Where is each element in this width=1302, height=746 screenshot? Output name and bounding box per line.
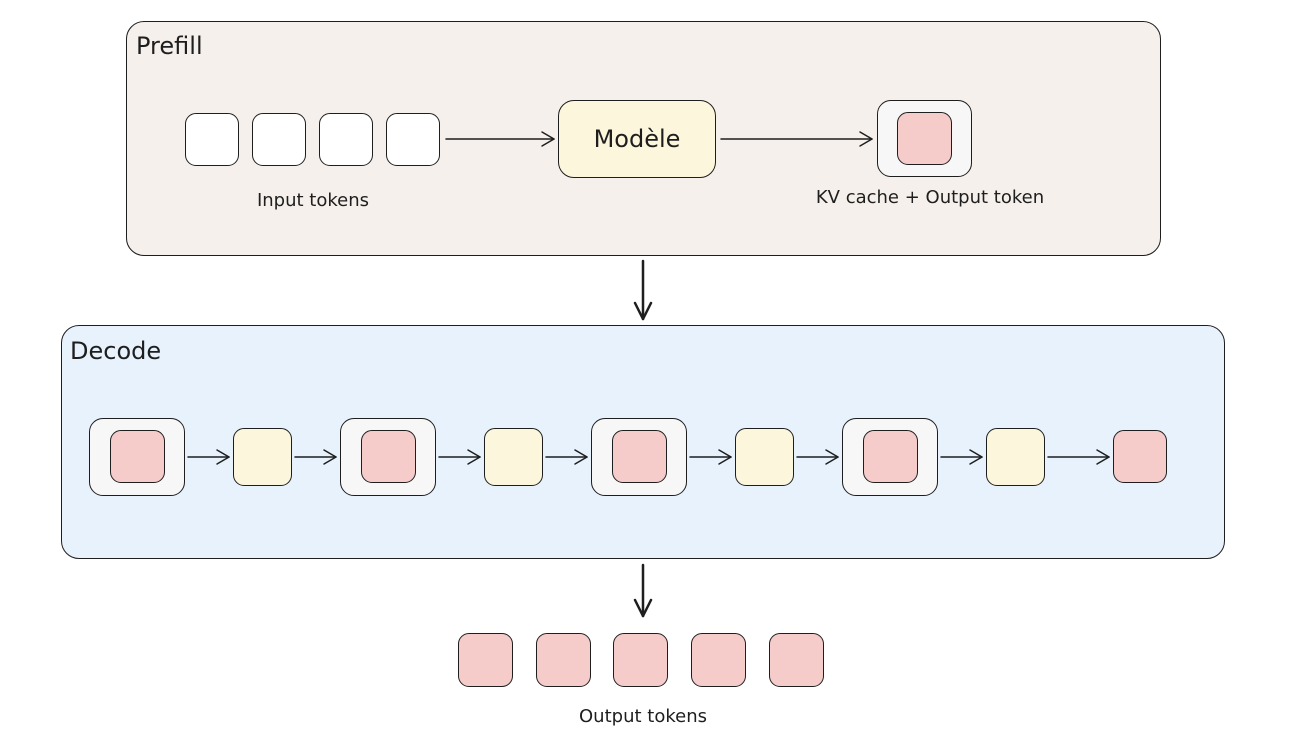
- output-token: [897, 112, 952, 165]
- decode-output-token: [110, 430, 165, 483]
- decode-output-token: [1113, 430, 1167, 483]
- final-output-token: [691, 633, 746, 687]
- input-token: [319, 113, 373, 166]
- arrow-decode-to-output: [633, 563, 653, 618]
- decode-output-token: [612, 430, 667, 483]
- kv-cache-caption: KV cache + Output token: [815, 187, 1045, 208]
- input-token: [252, 113, 306, 166]
- input-tokens-caption: Input tokens: [256, 190, 370, 211]
- final-output-token: [458, 633, 513, 687]
- model-step: [986, 428, 1045, 486]
- model-box: Modèle: [558, 100, 716, 178]
- final-output-token: [769, 633, 824, 687]
- model-step: [484, 428, 543, 486]
- arrow-prefill-to-decode: [633, 259, 653, 321]
- decode-output-token: [361, 430, 416, 483]
- decode-output-token: [863, 430, 918, 483]
- final-output-token: [536, 633, 591, 687]
- decode-title: Decode: [70, 337, 162, 365]
- model-label: Modèle: [593, 125, 681, 153]
- model-step: [233, 428, 292, 486]
- input-token: [185, 113, 239, 166]
- model-step: [735, 428, 794, 486]
- output-tokens-caption: Output tokens: [579, 706, 707, 727]
- input-token: [386, 113, 440, 166]
- final-output-token: [613, 633, 668, 687]
- prefill-title: Prefill: [136, 32, 203, 60]
